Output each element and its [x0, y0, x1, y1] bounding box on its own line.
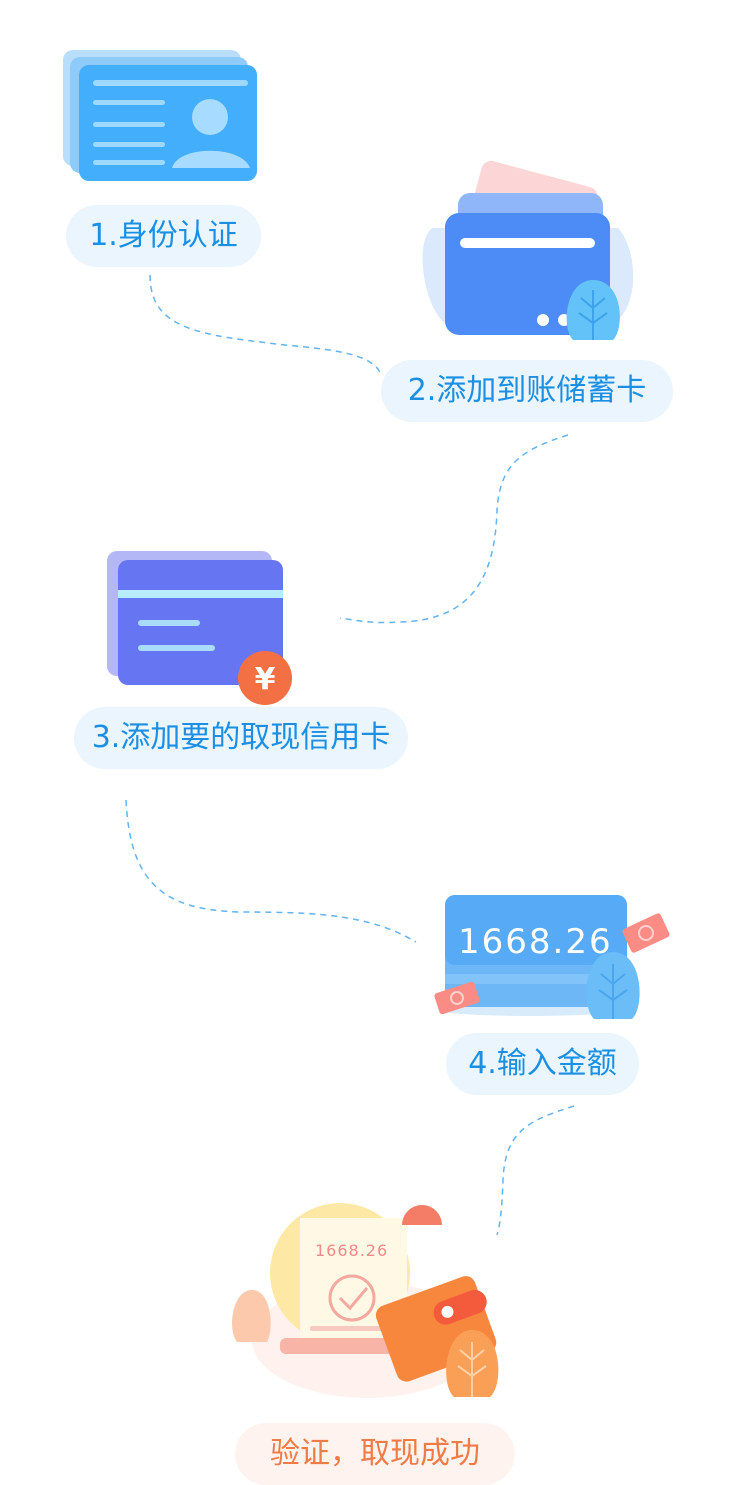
connector-4-5 — [496, 1105, 575, 1236]
step-2-label: 2.添加到账储蓄卡 — [381, 360, 673, 422]
step-4-label: 4.输入金额 — [446, 1033, 639, 1095]
amount-card-icon — [434, 895, 670, 1019]
step-1-label: 1.身份认证 — [66, 205, 261, 267]
step-3-label: 3.添加要的取现信用卡 — [74, 707, 408, 769]
credit-card-yuan-icon: ¥ — [107, 551, 292, 705]
bank-card-icon — [422, 160, 634, 340]
svg-text:¥: ¥ — [255, 662, 276, 697]
id-card-icon — [63, 50, 257, 181]
receipt-amount: 1668.26 — [315, 1241, 389, 1260]
amount-card-value: 1668.26 — [458, 922, 613, 962]
connector-1-2 — [149, 274, 381, 373]
success-wallet-icon — [232, 1203, 499, 1398]
connector-3-4 — [125, 799, 417, 943]
step-5-label: 验证，取现成功 — [235, 1423, 515, 1485]
connector-2-3 — [339, 434, 569, 624]
